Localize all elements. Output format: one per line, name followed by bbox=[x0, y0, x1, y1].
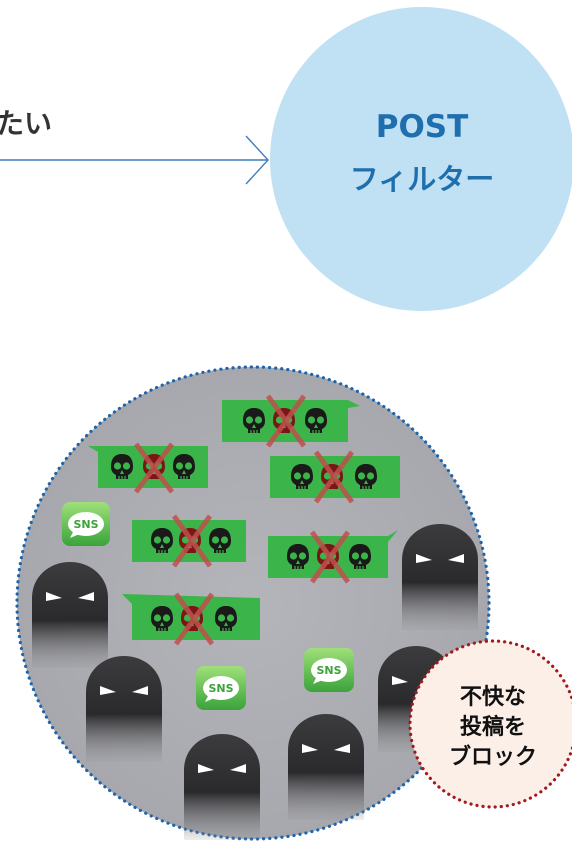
badge-line-3: ブロック bbox=[449, 744, 537, 770]
hooded-figure-icon bbox=[402, 524, 478, 630]
blocked-message-bubble bbox=[132, 514, 246, 568]
hooded-figure-icon bbox=[32, 562, 108, 668]
sns-label: SNS bbox=[208, 682, 233, 695]
filter-subtitle: フィルター bbox=[350, 162, 494, 196]
badge-line-1: 不快な bbox=[460, 685, 526, 710]
sns-chat-icon: SNS bbox=[62, 502, 110, 546]
blocked-message-bubble bbox=[88, 442, 208, 494]
blocked-message-bubble bbox=[270, 450, 400, 504]
filter-title: POST bbox=[376, 109, 469, 145]
header-text: たい bbox=[0, 107, 52, 140]
flow-arrow bbox=[0, 135, 269, 185]
blocked-message-bubble bbox=[268, 530, 398, 584]
blocked-message-bubble bbox=[222, 394, 360, 448]
block-badge: 不快な 投稿を ブロック bbox=[408, 639, 572, 809]
hooded-figure-icon bbox=[86, 656, 162, 762]
sns-chat-icon: SNS bbox=[196, 666, 246, 710]
sns-label: SNS bbox=[316, 664, 341, 677]
post-filter-node: POST フィルター bbox=[270, 7, 572, 311]
sns-label: SNS bbox=[73, 518, 98, 531]
sns-chat-icon: SNS bbox=[304, 648, 354, 692]
hooded-figure-icon bbox=[288, 714, 364, 820]
badge-line-2: 投稿を bbox=[460, 714, 526, 740]
hooded-figure-icon bbox=[184, 734, 260, 840]
blocked-message-bubble bbox=[122, 592, 260, 646]
